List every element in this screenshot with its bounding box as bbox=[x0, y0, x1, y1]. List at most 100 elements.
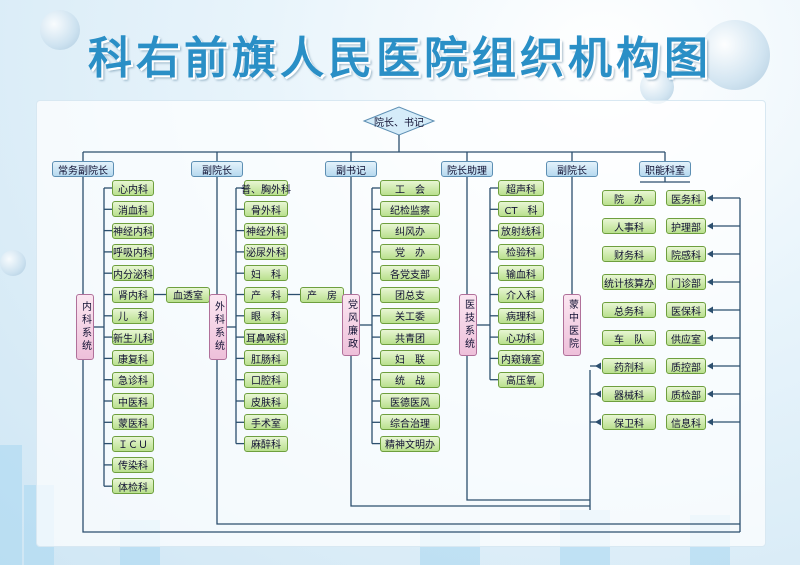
dept-box: 统 战 bbox=[380, 371, 440, 388]
arrowhead bbox=[707, 194, 713, 202]
branch-head-0: 常务副院长 bbox=[52, 161, 114, 177]
dept-box: 神经内科 bbox=[112, 222, 154, 239]
molecule-decoration bbox=[640, 70, 674, 104]
arrowhead bbox=[707, 418, 713, 426]
arrowhead bbox=[707, 334, 713, 342]
dept-box: 泌尿外科 bbox=[244, 243, 288, 260]
dept-box: 神经外科 bbox=[244, 222, 288, 239]
dept-box: 妇 科 bbox=[244, 265, 288, 282]
molecule-decoration bbox=[0, 250, 26, 276]
func-dept-box: 供应室 bbox=[666, 330, 706, 346]
dept-box: 呼吸内科 bbox=[112, 243, 154, 260]
branch-head-2: 副书记 bbox=[325, 161, 377, 177]
dept-box: 放射线科 bbox=[498, 222, 544, 239]
dept-box: 高压氧 bbox=[498, 371, 544, 388]
func-dept-box: 器械科 bbox=[602, 386, 656, 402]
return-line bbox=[350, 356, 590, 507]
dept-box: 新生儿科 bbox=[112, 329, 154, 346]
sub-dept-box: 血透室 bbox=[166, 286, 210, 303]
dept-box: 普、胸外科 bbox=[241, 180, 291, 196]
dept-box: 内分泌科 bbox=[112, 265, 154, 282]
dept-box: 心内科 bbox=[112, 180, 154, 196]
dept-box: 产 科 bbox=[244, 286, 288, 303]
dept-box: 纪检监察 bbox=[380, 201, 440, 218]
dept-box: 中医科 bbox=[112, 393, 154, 409]
dept-box: 妇 联 bbox=[380, 350, 440, 367]
dept-box: 骨外科 bbox=[244, 201, 288, 218]
system-node-2: 党风廉政 bbox=[342, 294, 360, 356]
dept-box: 党 办 bbox=[380, 243, 440, 260]
arrowhead bbox=[707, 306, 713, 314]
sub-dept-box: 产 房 bbox=[300, 286, 344, 303]
dept-box: 耳鼻喉科 bbox=[244, 329, 288, 346]
dept-box: 介入科 bbox=[498, 286, 544, 303]
molecule-decoration bbox=[40, 10, 80, 50]
return-line bbox=[82, 360, 740, 533]
dept-box: 检验科 bbox=[498, 243, 544, 260]
return-line bbox=[216, 360, 740, 525]
skyline-decoration bbox=[0, 445, 22, 565]
dept-box: 肾内科 bbox=[112, 286, 154, 303]
dept-box: ＩＣＵ bbox=[112, 435, 154, 452]
dept-box: 蒙医科 bbox=[112, 414, 154, 431]
func-dept-box: 信息科 bbox=[666, 414, 706, 430]
func-dept-box: 药剂科 bbox=[602, 358, 656, 374]
dept-box: 内窥镜室 bbox=[498, 350, 544, 367]
page-title: 科右前旗人民医院组织机构图 bbox=[88, 33, 712, 84]
dept-box: 团总支 bbox=[380, 286, 440, 303]
dept-box: 输血科 bbox=[498, 265, 544, 282]
dept-box: 各党支部 bbox=[380, 265, 440, 282]
dept-box: 病理科 bbox=[498, 307, 544, 324]
system-node-4: 蒙中医院 bbox=[563, 294, 581, 356]
func-dept-box: 院感科 bbox=[666, 246, 706, 262]
dept-box: 精神文明办 bbox=[380, 435, 440, 452]
dept-box: 手术室 bbox=[244, 414, 288, 431]
dept-box: 心功科 bbox=[498, 329, 544, 346]
func-dept-box: 质控部 bbox=[666, 358, 706, 374]
dept-box: 肛肠科 bbox=[244, 350, 288, 367]
dept-box: 急诊科 bbox=[112, 371, 154, 388]
system-node-1: 外科系统 bbox=[209, 294, 227, 360]
system-node-3: 医技系统 bbox=[459, 294, 477, 356]
dept-box: 体检科 bbox=[112, 478, 154, 495]
dept-box: 消血科 bbox=[112, 201, 154, 218]
arrowhead bbox=[707, 362, 713, 370]
dept-box: 传染科 bbox=[112, 456, 154, 473]
func-dept-box: 门诊部 bbox=[666, 274, 706, 290]
molecule-decoration bbox=[700, 20, 770, 90]
func-dept-box: 车 队 bbox=[602, 330, 656, 346]
system-node-0: 内科系统 bbox=[76, 294, 94, 360]
dept-box: 儿 科 bbox=[112, 307, 154, 324]
func-dept-box: 院 办 bbox=[602, 190, 656, 206]
branch-head-1: 副院长 bbox=[191, 161, 243, 177]
func-dept-box: 医保科 bbox=[666, 302, 706, 318]
func-dept-box: 医务科 bbox=[666, 190, 706, 206]
arrowhead bbox=[707, 390, 713, 398]
dept-box: 纠风办 bbox=[380, 222, 440, 239]
dept-box: 康复科 bbox=[112, 350, 154, 367]
dept-box: 眼 科 bbox=[244, 307, 288, 324]
dept-box: 口腔科 bbox=[244, 371, 288, 388]
arrowhead bbox=[707, 250, 713, 258]
dept-box: 综合治理 bbox=[380, 414, 440, 431]
func-dept-box: 人事科 bbox=[602, 218, 656, 234]
func-dept-box: 总务科 bbox=[602, 302, 656, 318]
branch-head-3: 院长助理 bbox=[441, 161, 493, 177]
dept-box: 超声科 bbox=[498, 180, 544, 196]
root-node-shape bbox=[362, 106, 436, 136]
func-dept-box: 护理部 bbox=[666, 218, 706, 234]
branch-head-4: 副院长 bbox=[546, 161, 598, 177]
root-node: 院长、书记 bbox=[374, 117, 424, 129]
func-dept-box: 财务科 bbox=[602, 246, 656, 262]
branch-head-5: 职能科室 bbox=[639, 161, 691, 177]
dept-box: CT 科 bbox=[498, 201, 544, 218]
arrowhead bbox=[707, 278, 713, 286]
dept-box: 麻醉科 bbox=[244, 435, 288, 452]
dept-box: 共青团 bbox=[380, 329, 440, 346]
dept-box: 医德医风 bbox=[380, 393, 440, 409]
dept-box: 皮肤科 bbox=[244, 393, 288, 409]
return-line bbox=[466, 356, 590, 501]
func-dept-box: 统计核算办 bbox=[602, 274, 656, 290]
